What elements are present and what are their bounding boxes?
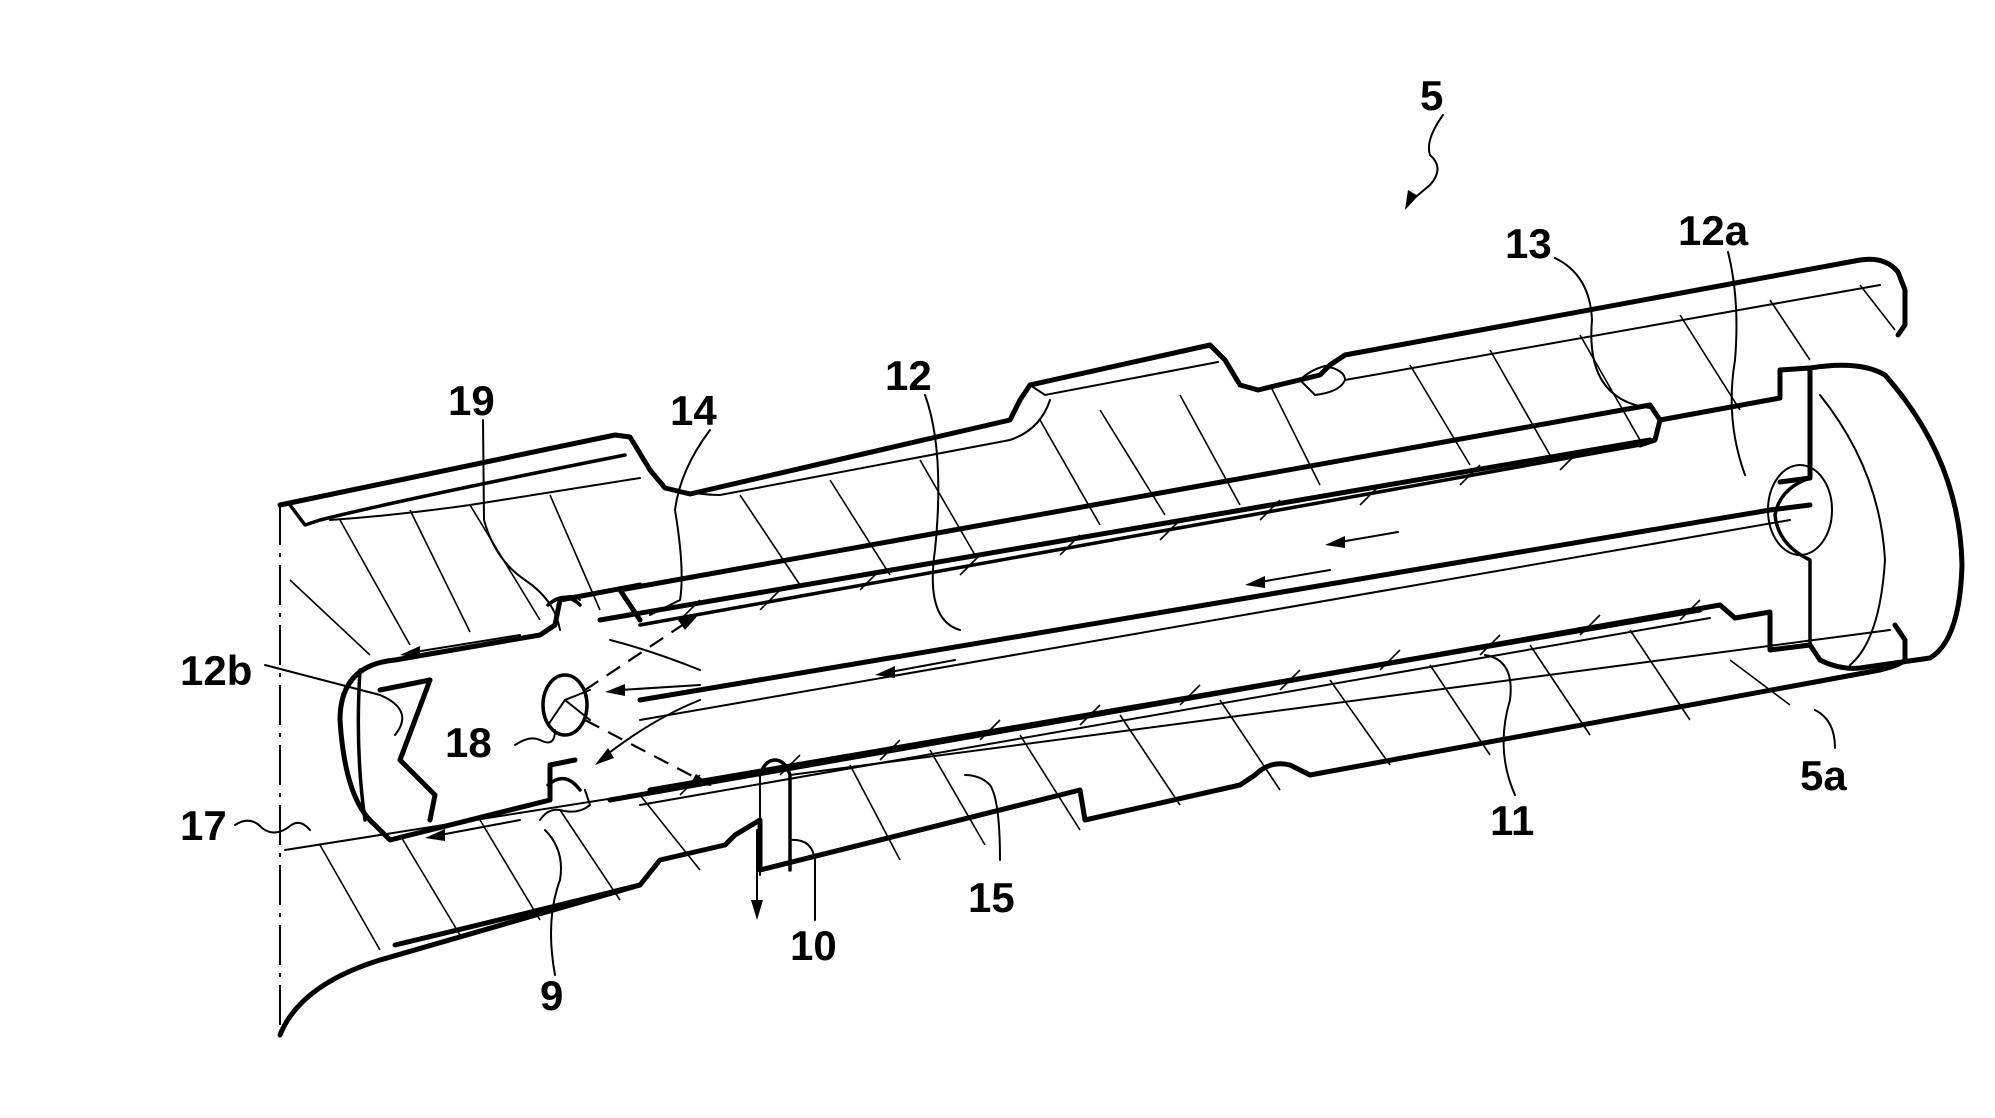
leader-5a bbox=[1814, 709, 1836, 749]
label-9: 9 bbox=[540, 972, 563, 1019]
leader-14 bbox=[649, 429, 711, 616]
leader-12 bbox=[924, 394, 961, 631]
leader-5 bbox=[1411, 114, 1444, 201]
flange-end bbox=[1767, 362, 1965, 671]
leader-13 bbox=[1554, 257, 1651, 409]
label-14: 14 bbox=[670, 387, 717, 434]
leader-10 bbox=[789, 838, 816, 921]
leader-11 bbox=[1484, 654, 1516, 796]
label-13: 13 bbox=[1505, 220, 1552, 267]
bore-walls bbox=[597, 365, 1813, 806]
label-10: 10 bbox=[790, 922, 837, 969]
label-5a: 5a bbox=[1800, 752, 1847, 799]
label-12b: 12b bbox=[180, 647, 252, 694]
leader-lines bbox=[234, 114, 1836, 976]
label-19: 19 bbox=[448, 377, 495, 424]
label-12: 12 bbox=[885, 352, 932, 399]
leader-9 bbox=[544, 829, 562, 976]
flow-arrows bbox=[400, 531, 1399, 920]
label-17: 17 bbox=[180, 802, 227, 849]
leader-18 bbox=[514, 729, 556, 746]
label-18: 18 bbox=[445, 719, 492, 766]
label-5: 5 bbox=[1420, 72, 1443, 119]
leader-17 bbox=[234, 819, 311, 834]
shaft-outer-top bbox=[277, 256, 1908, 527]
leader-19 bbox=[482, 419, 561, 631]
hole-18 bbox=[541, 673, 589, 737]
leader-12a bbox=[1727, 251, 1746, 476]
label-15: 15 bbox=[968, 874, 1015, 921]
section-hatching bbox=[289, 284, 1896, 951]
label-12a: 12a bbox=[1678, 207, 1749, 254]
leader-12b bbox=[264, 664, 404, 736]
left-insert bbox=[337, 582, 643, 843]
shaft-outer-bottom bbox=[277, 622, 1908, 1038]
leader-15 bbox=[964, 774, 1001, 861]
label-11: 11 bbox=[1490, 797, 1534, 844]
